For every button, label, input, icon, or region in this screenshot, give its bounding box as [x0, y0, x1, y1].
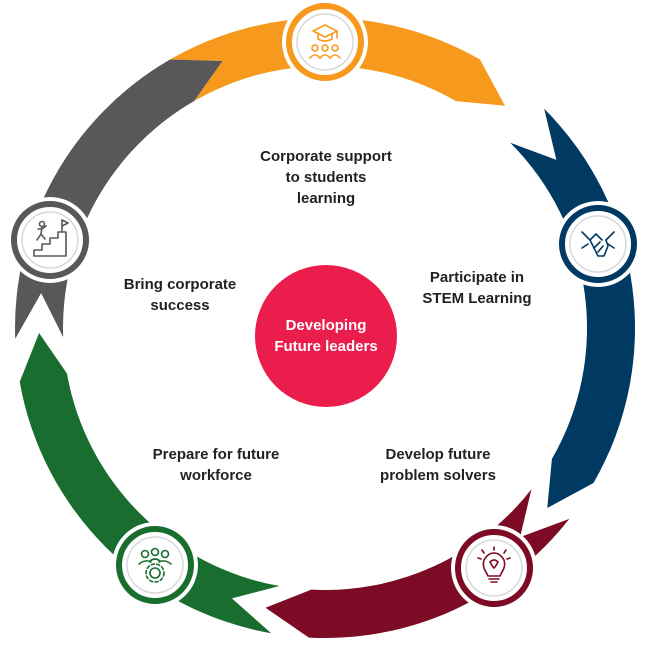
- stage-bottom-left-label: Prepare for future workforce: [152, 446, 280, 484]
- center-label-line-1: Developing: [285, 317, 367, 334]
- stage-right-icon-badge: [555, 201, 641, 287]
- team-gear-icon: [138, 547, 172, 583]
- stage-left-icon-badge: [7, 197, 93, 283]
- stage-top-icon-badge: [282, 0, 368, 85]
- stage-top-label: Corporate support to students learning: [260, 148, 392, 207]
- stage-bottom-right-icon-badge: [451, 525, 537, 611]
- graduation-cap-group-icon: [309, 24, 341, 59]
- center-label-line-2: Future leaders: [274, 338, 378, 355]
- center-circle: Developing Future leaders: [255, 265, 397, 407]
- climbing-stairs-flag-icon: [33, 219, 69, 257]
- stage-right-label: Participate in STEM Learning: [422, 269, 532, 307]
- ring-segment-bottom-right: [265, 489, 570, 638]
- stage-bottom-right-label: Develop future problem solvers: [380, 446, 496, 484]
- stage-bottom-left-icon-badge: [112, 522, 198, 608]
- lightbulb-brain-icon: [477, 546, 511, 583]
- hands-together-icon: [581, 231, 615, 257]
- stage-left-label: Bring corporate success: [123, 276, 237, 314]
